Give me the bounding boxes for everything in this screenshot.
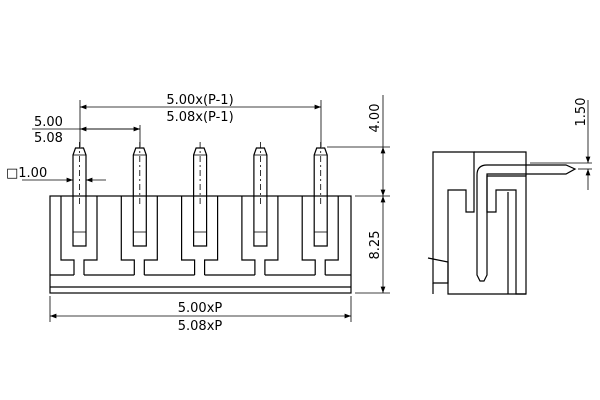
- pitch-span-top-label: 5.00x(P-1): [166, 93, 233, 108]
- front-view: [49, 142, 352, 294]
- dimension-length: 5.00xP 5.08xP: [49, 296, 352, 334]
- pin: [253, 147, 268, 247]
- pin-slot: [301, 196, 339, 275]
- pin-square-label: □1.00: [6, 166, 47, 181]
- dimension-pitch-span: 5.00x(P-1) 5.08x(P-1): [79, 93, 322, 147]
- pin: [132, 147, 147, 247]
- dimension-pitch: 5.00 5.08: [32, 115, 141, 147]
- side-body-top: [474, 151, 527, 176]
- side-hatched-right-wall: [486, 175, 527, 295]
- pin-slot: [120, 196, 158, 275]
- body-height-label: 8.25: [368, 231, 383, 260]
- pin-slot: [181, 196, 219, 275]
- pin-slot: [241, 196, 279, 275]
- pitch-span-bottom-label: 5.08x(P-1): [166, 110, 233, 125]
- pin: [313, 147, 328, 247]
- pitch-top-label: 5.00: [34, 115, 63, 130]
- length-top-label: 5.00xP: [178, 301, 223, 316]
- side-view: 1.50: [427, 98, 592, 295]
- pin: [72, 147, 87, 247]
- side-hatched-left-wall: [432, 151, 475, 284]
- dimension-heights: 4.00 8.25: [327, 95, 390, 294]
- length-bottom-label: 5.08xP: [178, 319, 223, 334]
- side-latch: [427, 257, 526, 295]
- pin-offset-label: 1.50: [574, 98, 589, 127]
- housing-body: [49, 195, 352, 294]
- side-pin: [476, 164, 577, 282]
- pin-slot: [60, 196, 98, 275]
- pitch-bottom-label: 5.08: [34, 131, 63, 146]
- dimension-pin-square: □1.00: [6, 166, 106, 183]
- pin: [193, 147, 208, 247]
- pin-height-label: 4.00: [368, 104, 383, 133]
